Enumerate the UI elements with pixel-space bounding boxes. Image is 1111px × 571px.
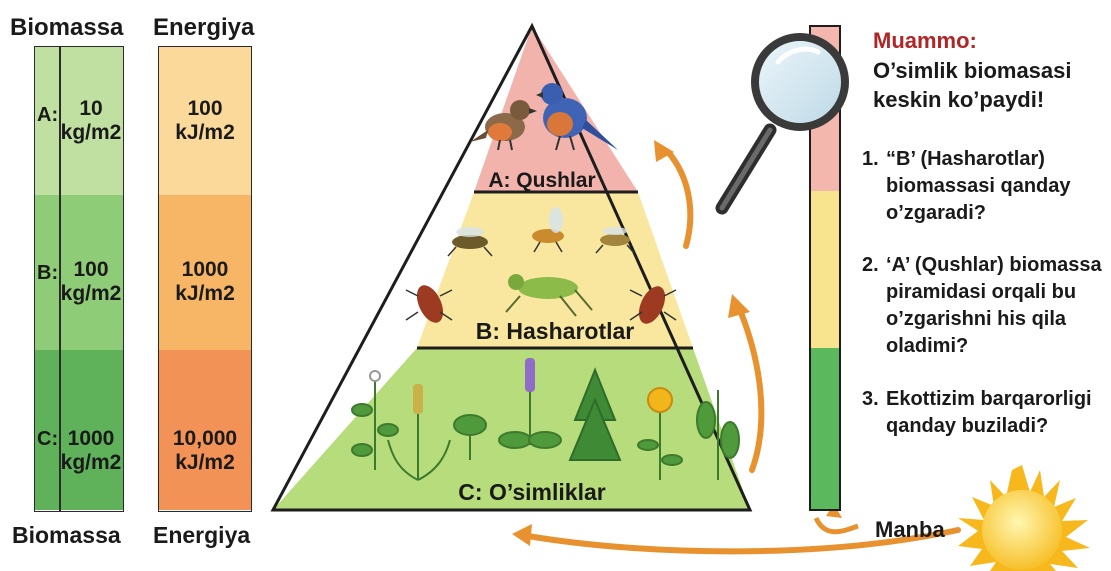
problem-title: Muammo: — [873, 28, 977, 54]
arrow-icon — [728, 294, 750, 318]
question-item: 1. “B’ (Hasharotlar) biomassasi qanday o… — [862, 146, 1110, 227]
arrow-icon — [668, 152, 690, 246]
sun-icon — [958, 465, 1090, 571]
question-text: ‘A’ (Qushlar) biomassa piramidasi orqali… — [886, 252, 1110, 360]
arrow-icon — [512, 524, 532, 546]
question-text: “B’ (Hasharotlar) biomassasi qanday o’zg… — [886, 146, 1110, 227]
side-bar-middle — [810, 191, 840, 348]
source-label: Manba — [875, 517, 945, 543]
arrow-icon — [740, 310, 761, 470]
arrow-icon — [816, 518, 858, 532]
question-item: 2. ‘A’ (Qushlar) biomassa piramidasi orq… — [862, 252, 1110, 360]
side-bar-bottom — [810, 348, 840, 510]
question-number: 1. — [862, 146, 886, 173]
pyramid-label-bottom: C: O’simliklar — [458, 479, 605, 505]
pyramid-label-top: A: Qushlar — [488, 169, 595, 192]
question-number: 3. — [862, 386, 886, 413]
problem-text: O’simlik biomasasi keskin ko’paydi! — [873, 56, 1103, 114]
question-item: 3. Ekottizim barqarorligi qanday buzilad… — [862, 386, 1110, 440]
question-number: 2. — [862, 252, 886, 279]
question-text: Ekottizim barqarorligi qanday buziladi? — [886, 386, 1110, 440]
pyramid-label-middle: B: Hasharotlar — [476, 318, 635, 344]
